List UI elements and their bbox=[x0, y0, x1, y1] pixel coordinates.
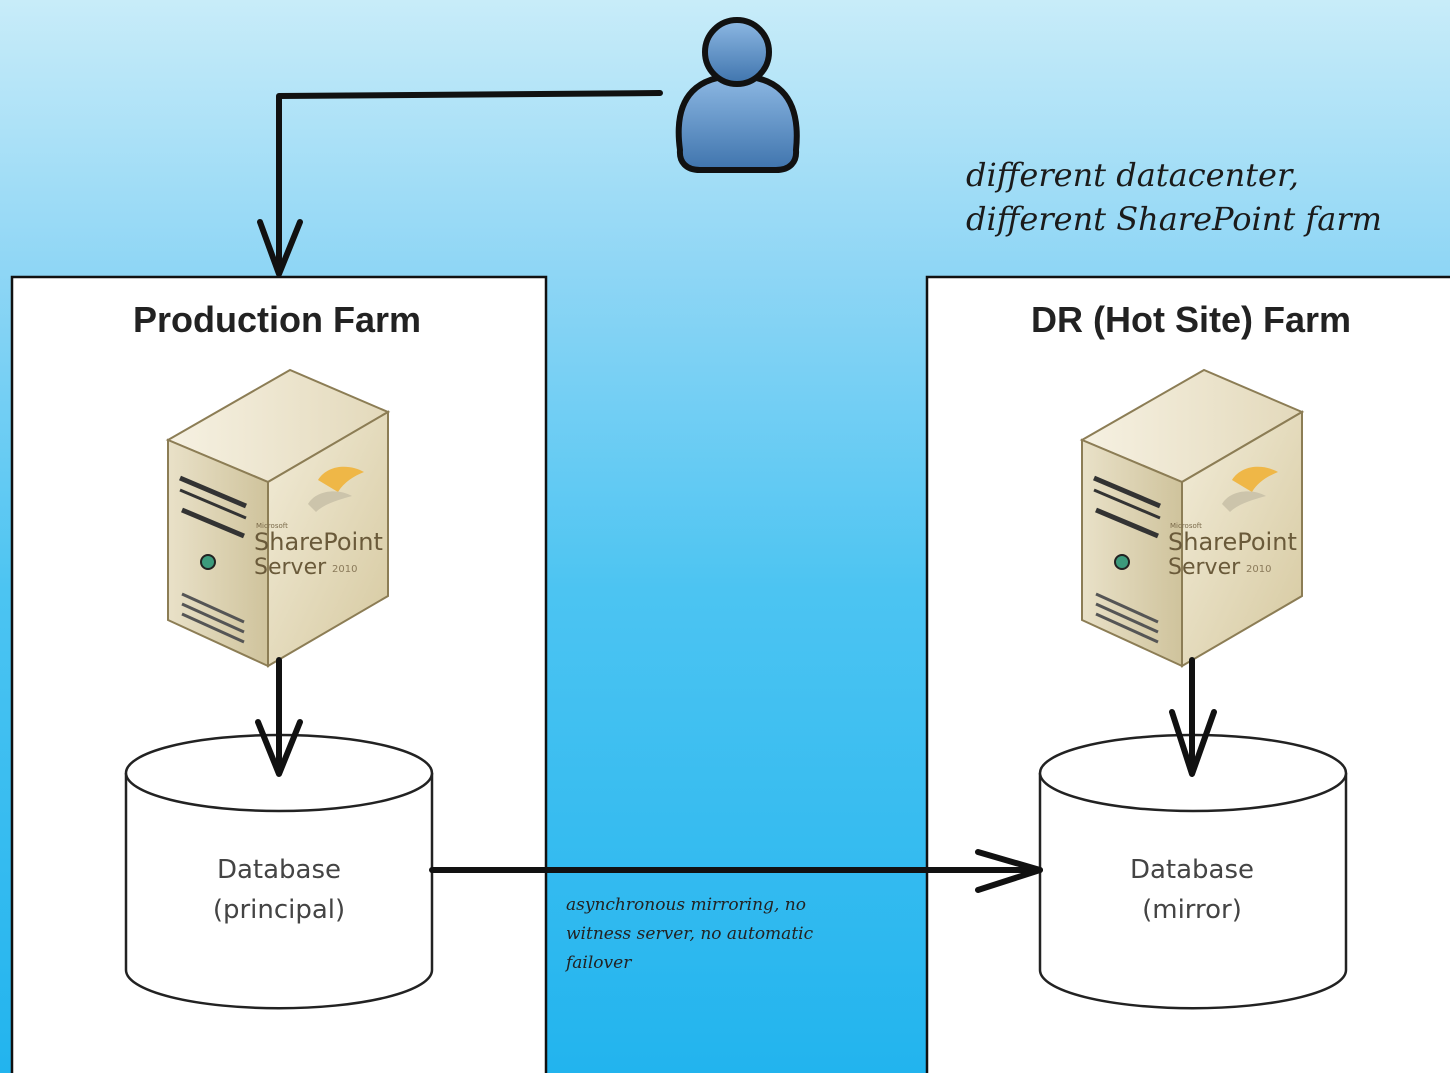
dr-server-logo-maker: Microsoft bbox=[1170, 522, 1202, 530]
dr-server-logo-line1: SharePoint bbox=[1168, 528, 1297, 556]
production-database-label-line2: (principal) bbox=[213, 895, 345, 925]
user-icon bbox=[675, 17, 800, 173]
user-to-production-arrow bbox=[257, 90, 663, 277]
mirroring-note-line2: witness server, no automatic bbox=[566, 924, 814, 944]
datacenter-note-line1: different datacenter, bbox=[966, 156, 1299, 194]
production-server-logo-line1: SharePoint bbox=[254, 528, 383, 556]
mirroring-note: asynchronous mirroring, no witness serve… bbox=[564, 895, 819, 973]
production-server-logo-maker: Microsoft bbox=[256, 522, 288, 530]
production-server-logo-line2: Server bbox=[254, 555, 327, 580]
production-farm-title: Production Farm bbox=[133, 299, 421, 340]
dr-database-icon bbox=[1038, 733, 1348, 1010]
dr-server-logo-line2: Server bbox=[1168, 555, 1241, 580]
mirroring-arrow bbox=[429, 849, 1043, 893]
dr-database-label-line2: (mirror) bbox=[1142, 895, 1242, 925]
dr-server-icon: Microsoft SharePoint Server 2010 bbox=[1079, 368, 1305, 668]
dr-server-to-db-arrow bbox=[1169, 657, 1217, 777]
mirroring-note-line1: asynchronous mirroring, no bbox=[566, 895, 806, 915]
dr-database-label-line1: Database bbox=[1130, 855, 1254, 885]
datacenter-note: different datacenter, different SharePoi… bbox=[966, 156, 1382, 238]
production-server-icon: Microsoft SharePoint Server 2010 bbox=[165, 368, 391, 668]
production-database-label-line1: Database bbox=[217, 855, 341, 885]
mirroring-note-line3: failover bbox=[564, 953, 632, 973]
production-server-to-db-arrow bbox=[255, 657, 303, 777]
production-server-logo-year: 2010 bbox=[332, 564, 357, 575]
datacenter-note-line2: different SharePoint farm bbox=[966, 200, 1382, 238]
dr-server-logo-year: 2010 bbox=[1246, 564, 1271, 575]
dr-farm-title: DR (Hot Site) Farm bbox=[1031, 299, 1351, 340]
